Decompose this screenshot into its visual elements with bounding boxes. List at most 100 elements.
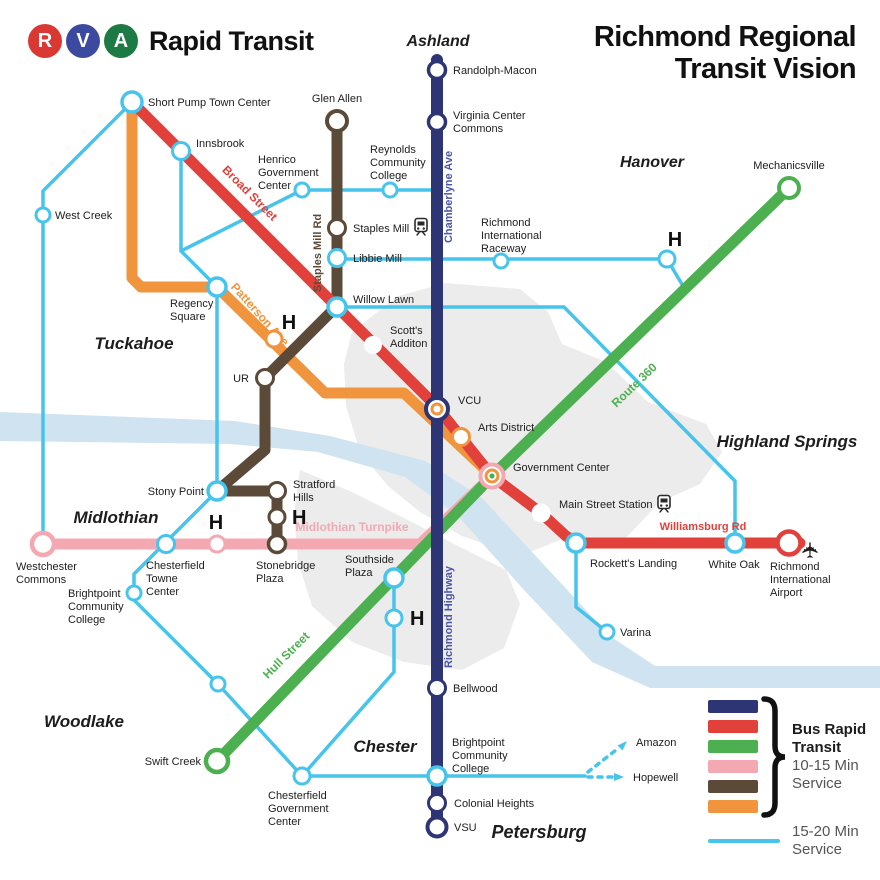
- station-label: Southside: [345, 554, 394, 566]
- hospital-marker: H: [267, 507, 306, 529]
- legend-line-swatches: [708, 700, 758, 813]
- station-label: Stony Point: [148, 486, 204, 498]
- legend-frequent-line-swatch: [708, 839, 780, 843]
- road-label-richmond-highway: Richmond Highway: [443, 565, 455, 668]
- station-varina: Varina: [598, 623, 652, 641]
- station-label: Richmond: [770, 561, 820, 573]
- station-label: VSU: [454, 822, 477, 834]
- station-label: Randolph-Macon: [453, 65, 537, 77]
- road-label-midlothian-turnpike: Midlothian Turnpike: [295, 520, 408, 534]
- station-label: Arts District: [478, 422, 534, 434]
- station-label: Westchester: [16, 561, 77, 573]
- station-label: Chesterfield: [146, 560, 205, 572]
- region-label-woodlake: Woodlake: [44, 712, 124, 731]
- station-willow-lawn: Willow Lawn: [326, 294, 414, 318]
- station-stop: [209, 675, 227, 693]
- legend-swatch: [708, 760, 758, 773]
- station-label: Square: [170, 311, 205, 323]
- legend-swatch: [708, 700, 758, 713]
- train-icon: [657, 494, 671, 513]
- hospital-h-icon: H: [292, 507, 306, 529]
- rva-logo: R V A Rapid Transit: [28, 24, 314, 58]
- station-label: College: [370, 170, 407, 182]
- station-label: Plaza: [345, 567, 373, 579]
- hospital-marker: H: [384, 608, 424, 630]
- legend-swatch: [708, 720, 758, 733]
- station-label: Center: [146, 586, 179, 598]
- station-label: Plaza: [256, 573, 284, 585]
- legend-brt-line3: 10-15 Min: [792, 757, 859, 774]
- region-label-highland-springs: Highland Springs: [717, 432, 858, 451]
- legend-swatch: [708, 740, 758, 753]
- station-label: Colonial Heights: [454, 798, 535, 810]
- logo-letter-r-icon: R: [28, 24, 62, 58]
- title-line-2: Transit Vision: [674, 52, 857, 85]
- extension-arrowhead-icon: [617, 741, 627, 751]
- extension-label-amazon: Amazon: [636, 737, 676, 749]
- region-label-chester: Chester: [353, 737, 418, 756]
- extension-arrowhead-icon: [614, 773, 624, 781]
- station-label: Varina: [620, 627, 652, 639]
- legend-swatch: [708, 780, 758, 793]
- station-label: Towne: [146, 573, 178, 585]
- station-label: Community: [370, 157, 426, 169]
- station-label: Government: [258, 167, 319, 179]
- station-main-street-station: Main Street Station: [531, 499, 653, 523]
- station-colonial-heights: Colonial Heights: [427, 793, 535, 813]
- station-label: College: [452, 763, 489, 775]
- line-cyan-westcreek: [41, 100, 134, 546]
- hospital-marker: H: [207, 512, 227, 554]
- station-rockett-s-landing: Rockett's Landing: [565, 532, 677, 570]
- legend-brt-label: Bus Rapid Transit 10-15 Min Service: [792, 721, 866, 793]
- hospital-marker: H: [264, 312, 296, 349]
- station-label: UR: [233, 373, 249, 385]
- line-cyan-innsbrook-petersburg: [132, 149, 587, 778]
- station-government-center: Government Center: [478, 462, 610, 490]
- station-label: White Oak: [708, 559, 760, 571]
- station-white-oak: White Oak: [708, 532, 760, 571]
- legend-freq-line2: Service: [792, 841, 843, 858]
- station-label: Center: [268, 816, 301, 828]
- station-label: Stonebridge: [256, 560, 315, 572]
- station-arts-district: Arts District: [451, 422, 534, 447]
- road-label-chamberlyne-ave: Chamberlyne Ave: [443, 151, 455, 243]
- station-label: Bellwood: [453, 683, 498, 695]
- legend-frequent-label: 15-20 Min Service: [792, 823, 859, 859]
- station-innsbrook: Innsbrook: [171, 138, 245, 161]
- station-glen-allen: Glen Allen: [312, 93, 362, 133]
- station-label: Commons: [16, 574, 67, 586]
- station-label: Government Center: [513, 462, 610, 474]
- legend-brt-line2: Transit: [792, 739, 842, 756]
- train-icon: [414, 217, 428, 236]
- station-label: Innsbrook: [196, 138, 245, 150]
- legend: Bus Rapid Transit 10-15 Min Service 15-2…: [700, 694, 878, 876]
- station-bellwood: Bellwood: [427, 678, 498, 698]
- legend-brace: [761, 696, 786, 818]
- station-label: Raceway: [481, 243, 527, 255]
- line-cyan-whiteoak: [335, 305, 737, 545]
- station-libbie-mill: Libbie Mill: [327, 248, 402, 268]
- station-label: Reynolds: [370, 144, 416, 156]
- station-label: VCU: [458, 395, 481, 407]
- james-river: [0, 412, 880, 688]
- legend-brt-line4: Service: [792, 775, 843, 792]
- station-label: Brightpoint: [68, 588, 121, 600]
- region-label-ashland: Ashland: [405, 33, 470, 50]
- station-randolph-macon: Randolph-Macon: [426, 59, 537, 81]
- hospital-marker: H: [657, 229, 682, 269]
- station-label: Airport: [770, 587, 802, 599]
- station-short-pump-town-center: Short Pump Town Center: [120, 90, 271, 114]
- region-label-petersburg: Petersburg: [491, 822, 586, 842]
- station-label: Swift Creek: [145, 756, 202, 768]
